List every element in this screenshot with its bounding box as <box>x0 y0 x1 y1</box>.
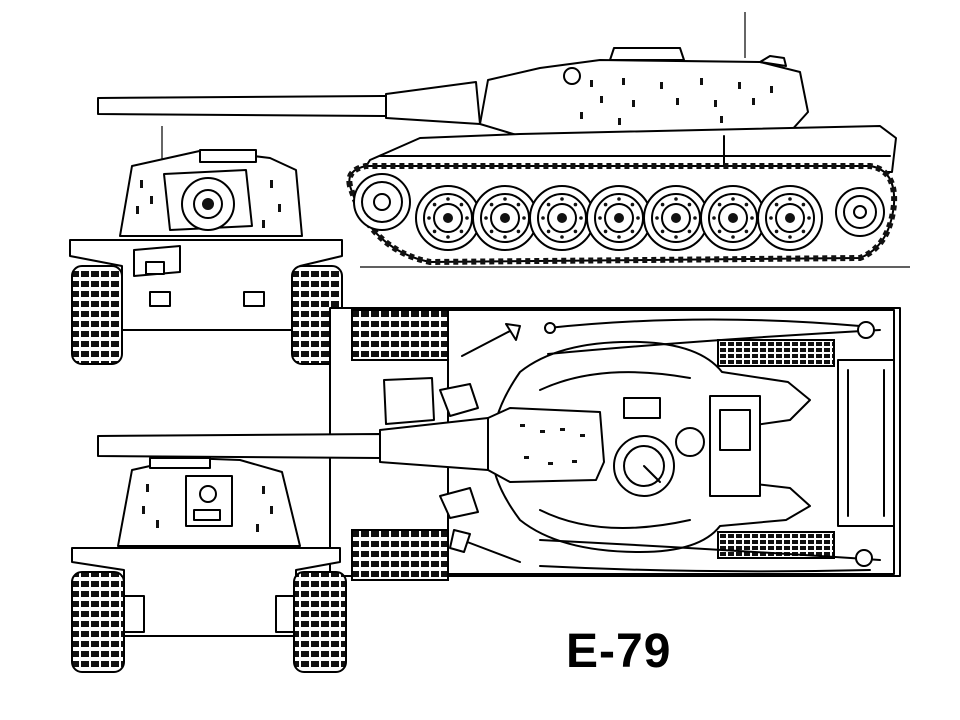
gun-barrel-side <box>97 95 387 117</box>
track-rear-right <box>293 571 347 673</box>
top-view <box>97 307 901 581</box>
road-wheel <box>700 185 766 251</box>
road-wheel <box>415 185 481 251</box>
rear-view <box>71 457 347 673</box>
gun-mantlet-side <box>385 81 481 125</box>
gun-barrel-top <box>97 433 381 459</box>
track-top-right-front <box>351 529 449 581</box>
rear-deck <box>837 359 895 527</box>
road-wheels <box>415 185 823 251</box>
track-top-left-front <box>351 309 449 361</box>
engine-grille-left <box>717 339 835 367</box>
road-wheel <box>643 185 709 251</box>
rear-armor-studs <box>142 484 273 532</box>
turret-armor-studs <box>580 78 773 125</box>
mantlet-studs <box>520 424 585 465</box>
road-wheel <box>529 185 595 251</box>
drive-sprocket <box>353 173 411 231</box>
road-wheel <box>757 185 823 251</box>
turret-side <box>479 59 809 137</box>
tools <box>449 318 881 573</box>
front-armor-studs <box>136 180 281 228</box>
track-front-left <box>71 265 123 365</box>
front-view <box>69 126 343 365</box>
side-view <box>97 12 910 268</box>
track-rear-left <box>71 571 125 673</box>
idler-wheel <box>835 187 885 237</box>
commander-cupola <box>613 435 675 497</box>
road-wheel <box>472 185 538 251</box>
diagram-title: E-79 <box>566 625 672 678</box>
road-wheel <box>586 185 652 251</box>
